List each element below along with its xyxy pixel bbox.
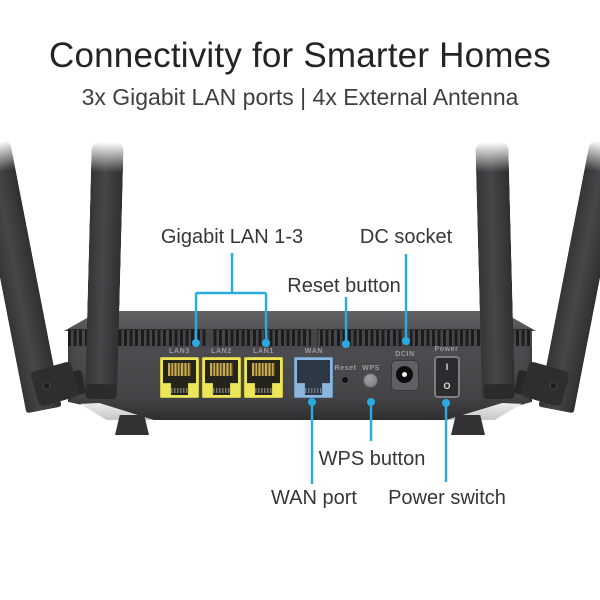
foot-right — [451, 415, 485, 435]
foot-left — [115, 415, 149, 435]
dc-socket-hole — [396, 366, 413, 383]
power-label: Power — [434, 346, 459, 353]
power-switch: I O — [434, 356, 460, 398]
callout-dc-socket: DC socket — [359, 226, 453, 248]
lan1-label: LAN1 — [253, 348, 274, 355]
lan2-label: LAN2 — [211, 348, 232, 355]
wan-label: WAN — [304, 348, 324, 355]
power-on-glyph: I — [445, 362, 449, 372]
callout-dot-reset — [342, 340, 350, 348]
vent-separator — [311, 329, 317, 346]
callout-dot-dc — [402, 337, 410, 345]
lan1-port — [244, 357, 283, 398]
dc-socket-pin — [402, 372, 407, 377]
dcin-label: DCIN — [395, 351, 415, 358]
callout-reset-button: Reset button — [287, 275, 401, 297]
lan3-label: LAN3 — [169, 348, 190, 355]
page-title: Connectivity for Smarter Homes — [49, 36, 551, 75]
reset-label: Reset — [334, 365, 357, 372]
page-subtitle: 3x Gigabit LAN ports | 4x External Anten… — [81, 84, 519, 110]
bottom-bezel — [68, 402, 532, 420]
reset-button — [342, 377, 348, 383]
wps-button — [363, 373, 378, 388]
callout-gigabit-lan: Gigabit LAN 1-3 — [160, 226, 304, 248]
vent-grille — [68, 329, 532, 348]
callout-wps-button: WPS button — [318, 448, 426, 470]
callout-dot-power — [442, 399, 450, 407]
wps-label: WPS — [362, 365, 380, 372]
callout-dot-wan — [308, 398, 316, 406]
lan3-port — [160, 357, 199, 398]
vent-separator — [206, 329, 212, 346]
lan2-port — [202, 357, 241, 398]
callout-line-gigabit-lan — [194, 253, 268, 340]
power-off-glyph: O — [443, 381, 451, 391]
callout-wan-port: WAN port — [271, 487, 357, 509]
router-top-surface — [64, 311, 536, 331]
callout-dot-wps — [367, 398, 375, 406]
wan-port — [294, 357, 333, 398]
callout-power-switch: Power switch — [388, 487, 506, 509]
callout-dot-lan1 — [262, 339, 270, 347]
dc-socket — [391, 360, 419, 391]
callout-dot-lan3 — [192, 339, 200, 347]
